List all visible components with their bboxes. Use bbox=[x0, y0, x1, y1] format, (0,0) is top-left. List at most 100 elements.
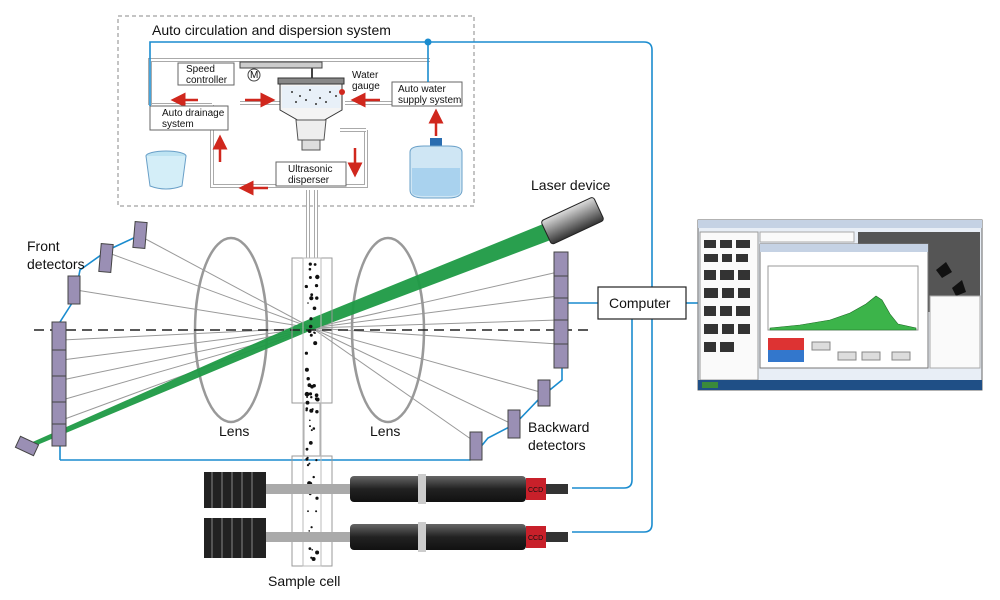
auto-drainage-label-1: Auto drainage bbox=[162, 108, 225, 119]
water-gauge-label-2: gauge bbox=[352, 81, 380, 92]
wire-junction bbox=[424, 38, 432, 46]
particle bbox=[310, 429, 313, 432]
particle bbox=[304, 367, 309, 372]
auto-water-supply-label-2: supply system bbox=[398, 95, 461, 106]
particle bbox=[309, 419, 311, 422]
particle bbox=[310, 396, 313, 399]
particle bbox=[308, 392, 313, 396]
particle bbox=[308, 324, 313, 329]
particle bbox=[304, 391, 310, 397]
particle bbox=[308, 530, 311, 532]
front-detector-center bbox=[14, 435, 40, 457]
back-detector-array bbox=[553, 251, 569, 369]
ccd-camera-bottom bbox=[204, 518, 568, 558]
particle bbox=[315, 496, 319, 500]
auto-drainage-box bbox=[149, 105, 229, 131]
particle bbox=[315, 550, 320, 555]
particle bbox=[309, 333, 313, 337]
water-gauge-icon bbox=[339, 89, 345, 95]
laser-device-icon bbox=[541, 197, 604, 245]
scatter-rays bbox=[61, 235, 559, 445]
ultrasonic-label-2: disperser bbox=[288, 175, 330, 186]
front-detector-1 bbox=[132, 220, 148, 250]
particle bbox=[307, 510, 309, 513]
particle bbox=[313, 263, 317, 266]
particle bbox=[306, 456, 309, 459]
speed-controller-label-2: controller bbox=[186, 75, 228, 86]
auto-water-supply-box bbox=[391, 81, 463, 107]
particle bbox=[312, 306, 317, 311]
particle bbox=[308, 262, 312, 266]
circulation-system-box bbox=[117, 15, 475, 207]
particle bbox=[308, 276, 312, 279]
backward-detectors bbox=[469, 251, 569, 461]
front-detector-2 bbox=[98, 242, 114, 274]
back-detector-3 bbox=[469, 431, 483, 461]
particle bbox=[312, 558, 315, 561]
particle bbox=[310, 526, 313, 529]
computer-box bbox=[597, 286, 687, 320]
front-detectors bbox=[14, 220, 148, 457]
particle bbox=[310, 293, 314, 297]
particle bbox=[310, 384, 314, 389]
ccd-camera-top bbox=[204, 472, 568, 508]
particle bbox=[305, 447, 309, 451]
particle bbox=[308, 267, 312, 271]
auto-drainage-label-2: system bbox=[162, 119, 194, 130]
particle bbox=[315, 459, 318, 462]
sample-cell-label: Sample cell bbox=[268, 573, 340, 589]
sample-cell bbox=[291, 257, 333, 567]
particle bbox=[308, 547, 312, 550]
laser-device-label: Laser device bbox=[531, 177, 611, 193]
particle bbox=[304, 351, 308, 355]
front-detectors-label-1: Front bbox=[27, 238, 60, 254]
particle bbox=[306, 377, 310, 381]
water-bottle-icon bbox=[409, 138, 463, 199]
dispersion-tank bbox=[277, 68, 345, 151]
motor-icon bbox=[247, 68, 261, 82]
front-detector-array bbox=[51, 321, 67, 447]
particle bbox=[313, 332, 316, 334]
particle bbox=[315, 397, 320, 402]
particle bbox=[312, 427, 316, 430]
backward-detectors-label-2: detectors bbox=[528, 437, 586, 453]
particle bbox=[307, 302, 309, 304]
speed-controller-box bbox=[177, 62, 235, 86]
particle bbox=[305, 407, 309, 410]
particle bbox=[306, 396, 308, 398]
particle bbox=[315, 410, 319, 414]
particle bbox=[312, 475, 315, 479]
particle bbox=[308, 441, 313, 445]
back-detector-1 bbox=[537, 379, 551, 407]
particle bbox=[315, 274, 320, 280]
back-detector-2 bbox=[507, 409, 521, 439]
front-detectors-label-2: detectors bbox=[27, 256, 85, 272]
particle bbox=[309, 408, 314, 413]
circulation-system-title: Auto circulation and dispersion system bbox=[152, 22, 391, 38]
software-screenshot bbox=[697, 219, 983, 391]
speed-controller-label-1: Speed bbox=[186, 64, 215, 75]
particle bbox=[305, 400, 310, 405]
particle bbox=[309, 425, 311, 428]
flow-arrows bbox=[170, 92, 444, 196]
ultrasonic-label-1: Ultrasonic bbox=[288, 164, 332, 175]
lens-right-label: Lens bbox=[370, 423, 400, 439]
backward-detectors-label-1: Backward bbox=[528, 419, 589, 435]
ultrasonic-disperser-box bbox=[275, 161, 347, 187]
motor-label: M bbox=[250, 70, 258, 81]
particle bbox=[311, 549, 314, 551]
auto-water-supply-label-1: Auto water bbox=[398, 84, 446, 95]
water-gauge-label-1: Water bbox=[352, 70, 379, 81]
particle bbox=[314, 393, 319, 398]
particle bbox=[313, 341, 318, 346]
particle bbox=[316, 284, 319, 287]
particle bbox=[307, 329, 312, 333]
particle bbox=[309, 317, 313, 321]
particle bbox=[306, 464, 310, 467]
particles bbox=[304, 262, 320, 561]
particle bbox=[305, 285, 308, 288]
particle bbox=[308, 462, 311, 465]
front-detector-3 bbox=[67, 275, 81, 305]
ccd-bottom-label: CCD bbox=[528, 535, 543, 542]
